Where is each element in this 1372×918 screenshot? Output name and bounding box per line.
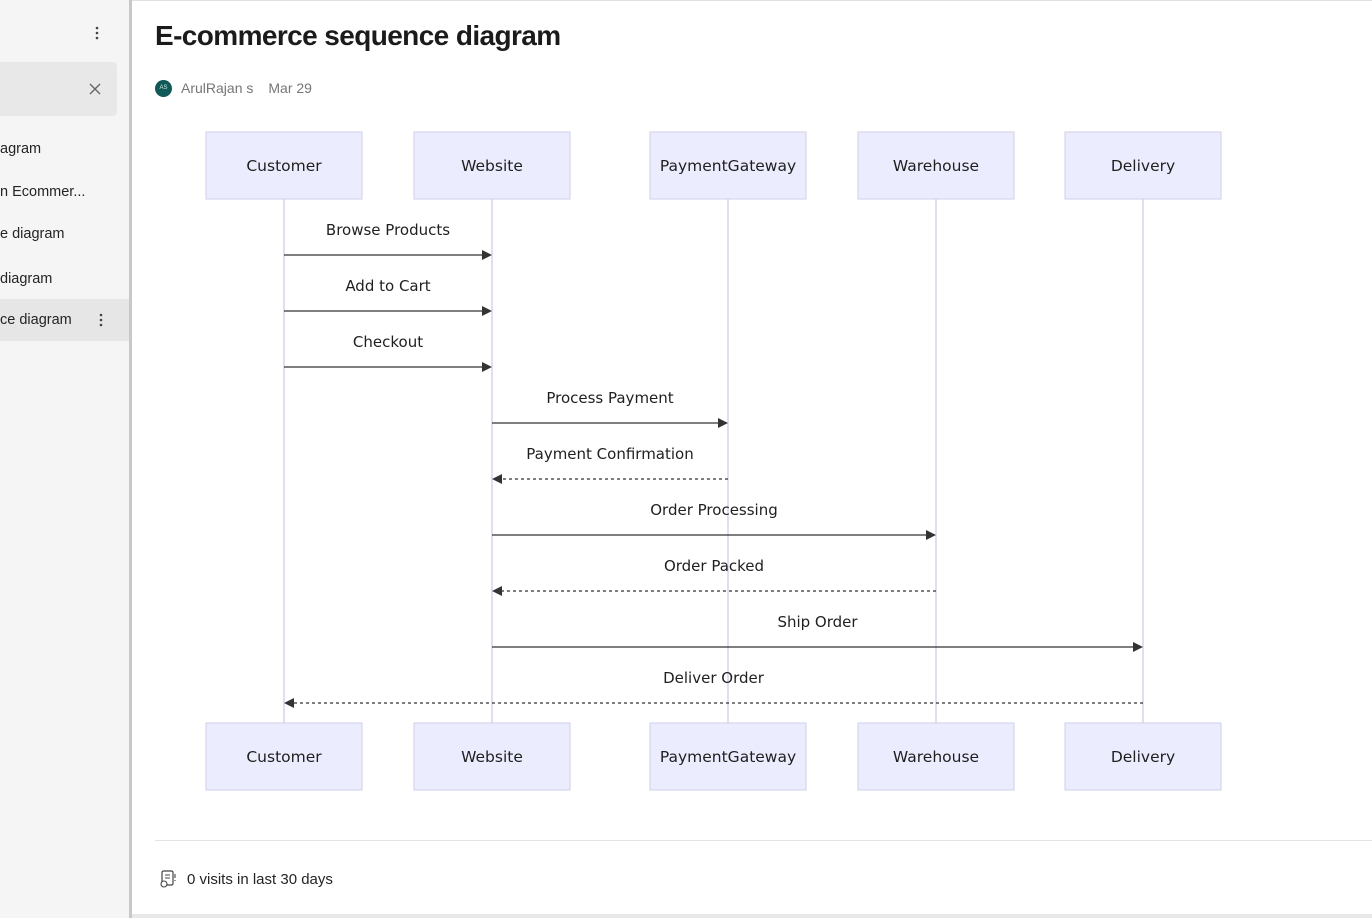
close-icon[interactable] <box>86 80 104 98</box>
participant-box <box>413 131 571 200</box>
participant-label: Website <box>461 748 523 766</box>
sidebar: agram n Ecommer... e diagram diagram ce … <box>0 0 129 918</box>
top-divider <box>132 0 1372 1</box>
sidebar-item[interactable]: agram <box>0 128 129 170</box>
message-label: Browse Products <box>326 221 450 239</box>
author-name[interactable]: ArulRajan s <box>181 80 254 96</box>
message-label: Checkout <box>353 333 423 351</box>
participant-box <box>649 722 807 791</box>
visits-info: 0 visits in last 30 days <box>158 868 333 890</box>
footer-divider <box>155 840 1372 841</box>
message-label: Add to Cart <box>345 277 430 295</box>
participant-label: Warehouse <box>893 157 979 175</box>
arrowhead <box>482 250 492 260</box>
page-meta: AS ArulRajan s Mar 29 <box>155 79 312 97</box>
participant-box <box>205 131 363 200</box>
sidebar-item-label: ce diagram <box>0 312 72 328</box>
participant-box <box>205 722 363 791</box>
sidebar-item-label: n Ecommer... <box>0 184 86 200</box>
message-label: Order Packed <box>664 557 764 575</box>
arrowhead <box>492 474 502 484</box>
participant-label: Customer <box>246 748 322 766</box>
sidebar-item-active[interactable]: ce diagram <box>0 299 129 341</box>
sidebar-item-label: e diagram <box>0 226 65 242</box>
participant-box <box>413 722 571 791</box>
message-label: Process Payment <box>546 389 673 407</box>
sidebar-item-label: diagram <box>0 271 53 287</box>
more-vertical-icon[interactable] <box>92 309 110 331</box>
arrowhead <box>718 418 728 428</box>
arrowhead <box>482 362 492 372</box>
avatar[interactable]: AS <box>155 79 172 97</box>
page-date: Mar 29 <box>268 80 312 96</box>
message-label: Ship Order <box>777 613 858 631</box>
sidebar-item[interactable]: e diagram <box>0 213 129 255</box>
arrowhead <box>482 306 492 316</box>
arrowhead <box>492 586 502 596</box>
arrowhead <box>926 530 936 540</box>
page-title: E-commerce sequence diagram <box>155 20 561 51</box>
analytics-icon <box>158 869 178 889</box>
arrowhead <box>284 698 294 708</box>
participant-box <box>857 131 1015 200</box>
bottom-scrollbar[interactable] <box>132 914 1372 918</box>
sidebar-item-label: agram <box>0 141 42 157</box>
sidebar-item[interactable]: diagram <box>0 258 129 300</box>
message-label: Deliver Order <box>663 669 765 687</box>
participant-label: PaymentGateway <box>660 157 796 175</box>
message-label: Payment Confirmation <box>526 445 693 463</box>
sidebar-item[interactable]: n Ecommer... <box>0 171 129 213</box>
participant-label: Delivery <box>1111 748 1175 766</box>
message-label: Order Processing <box>650 501 778 519</box>
participant-box <box>1064 131 1222 200</box>
participant-box <box>649 131 807 200</box>
more-vertical-icon[interactable] <box>88 22 106 44</box>
sidebar-search-box[interactable] <box>0 62 117 116</box>
participant-label: Website <box>461 157 523 175</box>
participant-label: Warehouse <box>893 748 979 766</box>
participant-box <box>1064 722 1222 791</box>
participant-box <box>857 722 1015 791</box>
arrowhead <box>1133 642 1143 652</box>
visits-count: 0 visits in last 30 days <box>187 870 333 888</box>
sidebar-divider[interactable] <box>129 0 132 918</box>
participant-label: Customer <box>246 157 322 175</box>
participant-label: PaymentGateway <box>660 748 796 766</box>
participant-label: Delivery <box>1111 157 1175 175</box>
